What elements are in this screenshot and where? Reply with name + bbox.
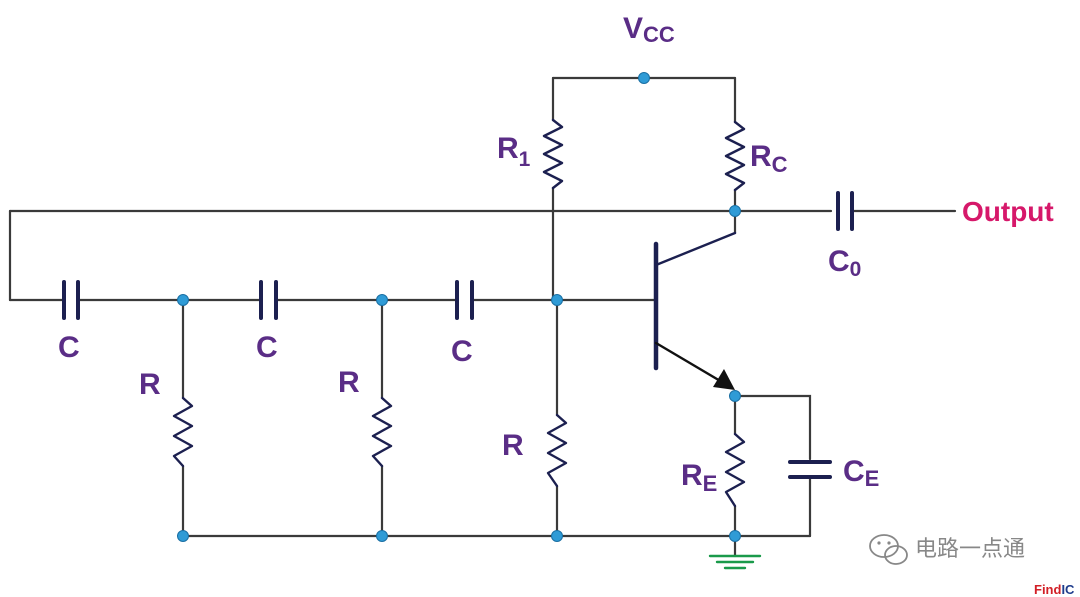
node-base <box>551 294 563 306</box>
node-ground-3 <box>551 530 563 542</box>
node-ground-2 <box>376 530 388 542</box>
wires <box>8 76 957 558</box>
node-ladder-2 <box>376 294 388 306</box>
r1-label: R1 <box>497 132 531 171</box>
resistor-r-b <box>371 396 393 468</box>
c1-label: C <box>58 331 80 364</box>
re-label: RE <box>681 459 717 496</box>
capacitor-ce <box>788 460 832 479</box>
resistor-r-c <box>546 413 568 488</box>
watermark: 电路一点通 <box>869 534 1025 565</box>
resistors <box>172 118 746 508</box>
node-collector <box>729 205 741 217</box>
resistor-r-a <box>172 396 194 468</box>
brand-logo: FindIC <box>1034 582 1075 597</box>
resistor-re <box>724 432 746 508</box>
c3-label: C <box>451 335 473 368</box>
resistor-r1 <box>542 118 564 190</box>
capacitor-c3 <box>455 280 474 320</box>
r-c-label: R <box>502 429 524 462</box>
c0-label: C0 <box>828 245 861 281</box>
output-label: Output <box>962 196 1054 227</box>
vcc-label: VCC <box>623 12 675 47</box>
transistor-emitter-lead <box>654 341 724 384</box>
capacitor-c0 <box>836 191 854 231</box>
component-labels: VCC R1 RC Output C0 C C C R R R RE CE <box>58 12 1054 496</box>
c2-label: C <box>256 331 278 364</box>
r-a-label: R <box>139 368 161 401</box>
ground-icon <box>708 554 762 570</box>
npn-transistor <box>653 231 737 390</box>
capacitor-c2 <box>259 280 278 320</box>
node-ground-1 <box>177 530 189 542</box>
watermark-text: 电路一点通 <box>915 537 1025 562</box>
node-emitter <box>729 390 741 402</box>
transistor-collector-lead <box>654 231 737 267</box>
r-b-label: R <box>338 366 360 399</box>
rc-label: RC <box>750 140 788 177</box>
ce-top-wire <box>733 394 812 461</box>
wechat-icon <box>869 534 908 565</box>
node-ladder-1 <box>177 294 189 306</box>
node-vcc <box>638 72 650 84</box>
resistor-rc <box>724 120 746 192</box>
junction-nodes <box>177 72 741 542</box>
capacitor-c1 <box>62 280 80 320</box>
emitter-arrow-icon <box>713 369 735 390</box>
node-ground-4 <box>729 530 741 542</box>
ce-label: CE <box>843 455 879 491</box>
capacitors <box>62 191 854 479</box>
